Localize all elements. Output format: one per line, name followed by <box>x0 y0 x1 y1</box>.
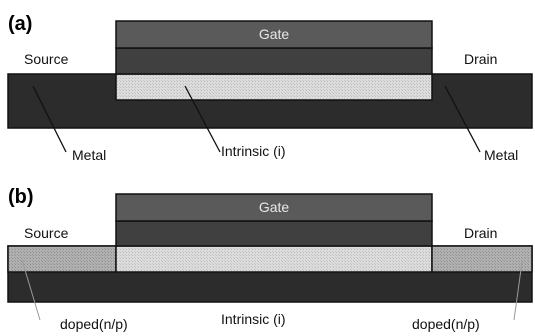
panel-b: (b) Gate Source Drain doped(n/p) Intrins… <box>7 186 533 332</box>
gate <box>115 193 433 222</box>
callout-line-right <box>444 85 481 153</box>
gate-label: Gate <box>259 26 290 42</box>
panel-a-label: (a) <box>8 13 32 35</box>
callout-line-center <box>184 85 221 153</box>
drain-label: Drain <box>464 51 497 67</box>
gate-label: Gate <box>259 199 290 215</box>
callout-metal-left: Metal <box>72 147 106 163</box>
callout-line-right <box>513 261 523 321</box>
callout-doped-left: doped(n/p) <box>60 316 128 332</box>
intrinsic-channel <box>115 245 433 273</box>
callout-line-left <box>32 85 67 153</box>
doped-source <box>7 245 117 273</box>
panel-a: (a) Gate Source Drain Metal Intrinsic (i… <box>7 13 533 163</box>
gate <box>115 20 433 49</box>
callout-line-left <box>21 259 41 321</box>
source-label: Source <box>24 51 69 67</box>
callout-metal-right: Metal <box>484 147 518 163</box>
gate-oxide <box>115 47 433 75</box>
panel-b-label: (b) <box>8 186 34 208</box>
doped-drain <box>431 245 533 273</box>
intrinsic-channel <box>115 73 433 101</box>
callout-intrinsic: Intrinsic (i) <box>221 311 286 327</box>
callout-doped-right: doped(n/p) <box>412 316 480 332</box>
callout-intrinsic: Intrinsic (i) <box>221 143 286 159</box>
drain-label: Drain <box>464 225 497 241</box>
gate-oxide <box>115 220 433 247</box>
source-label: Source <box>24 225 69 241</box>
